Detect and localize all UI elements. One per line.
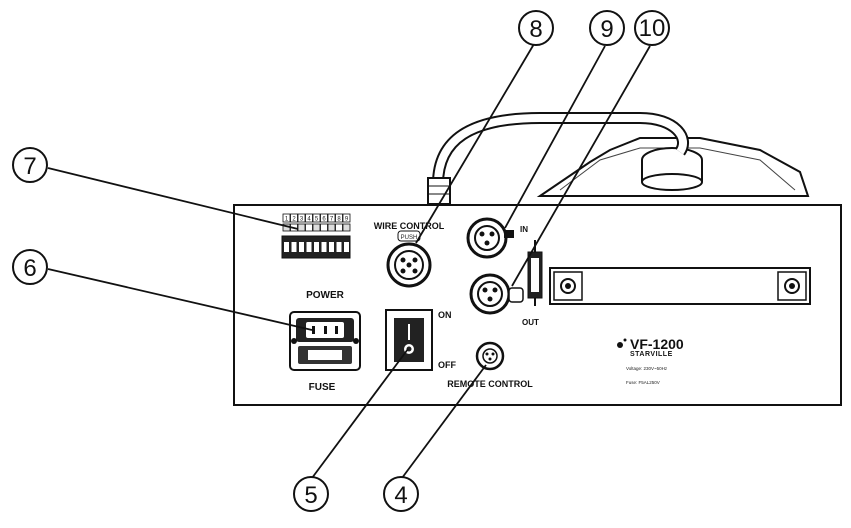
callout-6-number: 6 [23,255,36,282]
dip-switch-key[interactable] [329,242,334,252]
callout-10-number: 10 [639,15,666,42]
fuse-label: FUSE [309,382,336,393]
push-label: PUSH [401,235,418,241]
remote-control-label: REMOTE CONTROL [447,379,533,389]
callout-8-number: 8 [529,16,542,43]
remote-control-connector[interactable] [475,341,505,371]
dip-number-box [305,213,313,223]
dip-number: 6 [322,217,326,223]
brand-name: STARVILLE [630,351,673,358]
dip-switch-key[interactable] [284,242,289,252]
dip-switch[interactable] [281,235,351,259]
dip-number-box [312,213,321,223]
dip-number: 1 [285,217,289,223]
fluid-hose [427,112,689,205]
dip-number: 7 [330,217,334,223]
handle [549,267,811,305]
dip-switch-key[interactable] [344,242,349,252]
callout-5-number: 5 [304,482,317,509]
out-label: OUT [522,318,539,327]
leader-line-6 [47,268,313,331]
dip-number-box [320,213,328,223]
dip-number-box [335,213,343,223]
dip-number: 2 [292,217,296,223]
dip-switch-key[interactable] [291,242,297,252]
leader-lines [47,43,651,479]
callout-9: 9 [589,10,625,46]
wire-control-connector[interactable]: PUSH [386,230,432,288]
callout-6: 6 [12,249,48,285]
dip-number-box [342,213,351,223]
callout-5: 5 [293,476,329,512]
callout-10: 10 [634,10,670,46]
dmx-in-connector[interactable] [466,217,514,259]
dip-indicator-box [342,223,351,232]
callout-4: 4 [383,476,419,512]
leader-line-10 [511,45,651,287]
callout-7: 7 [12,147,48,183]
voltage-rating: Voltage: 230V~50Hz [626,366,668,371]
power-inlet[interactable] [289,311,361,371]
dip-number-box [290,213,298,223]
on-label: ON [438,310,452,320]
in-label: IN [520,225,528,234]
dip-indicator-box [297,223,306,232]
dip-indicator-box [335,223,343,232]
dmx-out-connector[interactable] [469,273,524,315]
dip-number: 4 [307,217,311,223]
callout-9-number: 9 [600,16,613,43]
fuse-rating: Fuse: F5AL250V [626,380,660,385]
dip-switch-key[interactable] [299,242,304,252]
dip-indicator-box [305,223,313,232]
model-name: VF-1200 [630,336,684,352]
off-label: OFF [438,360,456,370]
callout-7-number: 7 [23,153,36,180]
dip-number-box [282,213,291,223]
power-label: POWER [306,290,345,301]
dip-switch-key[interactable] [306,242,312,252]
dip-indicator-box [312,223,321,232]
callout-8: 8 [518,10,554,46]
dip-number: 3 [300,217,304,223]
dip-number: 9 [345,217,349,223]
brand-logo-icon [617,342,623,348]
leader-line-9 [504,45,606,229]
nameplate: VF-1200 STARVILLE Voltage: 230V~50Hz Fus… [617,336,684,385]
dip-indicator-box [327,223,336,232]
fluid-tank [536,137,810,197]
leader-line-4 [401,364,487,479]
power-switch[interactable] [385,309,433,371]
dip-number-box [297,213,306,223]
leader-line-5 [311,348,409,479]
dip-switch-key[interactable] [321,242,327,252]
dmx-terminator-switch[interactable] [527,240,543,306]
leader-line-8 [415,43,535,244]
wire-control-label: WIRE CONTROL [374,221,445,231]
dip-number-box [327,213,336,223]
leader-line-7 [47,167,299,230]
dip-indicator-box [320,223,328,232]
callout-4-number: 4 [394,482,407,509]
dip-switch-key[interactable] [314,242,319,252]
dip-switch-key[interactable] [336,242,342,252]
dip-number: 5 [315,217,319,223]
dip-number: 8 [337,217,341,223]
